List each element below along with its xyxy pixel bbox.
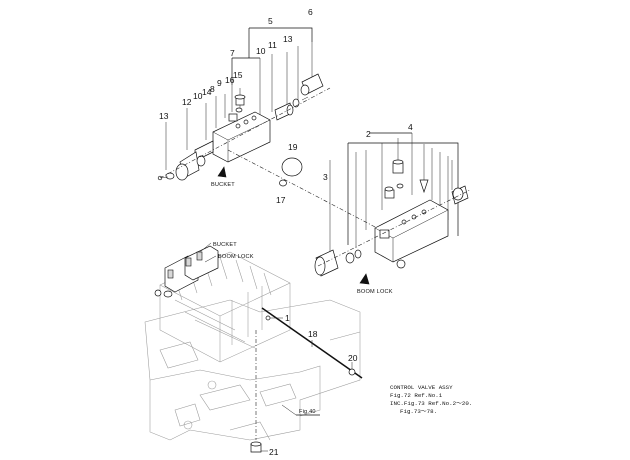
callout-8: 8 <box>210 84 215 94</box>
callout-18: 18 <box>308 329 318 339</box>
note-line-1: Fig.72 Ref.No.1 <box>390 392 443 399</box>
callout-9: 9 <box>217 78 222 88</box>
note-title: CONTROL VALVE ASSY <box>390 384 453 391</box>
callout-7: 7 <box>230 48 235 58</box>
callout-10a: 10 <box>256 46 266 56</box>
callout-numbers: 5 6 7 10 11 13 15 16 9 8 14 10 12 13 19 … <box>159 7 413 457</box>
callout-16: 16 <box>225 75 235 85</box>
label-bucket-assy: BUCKET <box>213 242 237 248</box>
control-valve-assembly <box>144 242 363 453</box>
label-bucket-valve: BUCKET <box>211 182 235 188</box>
label-boom-lock-valve: BOOM LOCK <box>357 289 393 295</box>
label-boom-lock-assy: BOOM LOCK <box>218 254 254 260</box>
label-fig-ref: Fig.40 <box>299 409 316 415</box>
callout-20: 20 <box>348 353 358 363</box>
callout-3: 3 <box>323 172 328 182</box>
callout-13b: 13 <box>159 111 169 121</box>
callout-15: 15 <box>233 70 243 80</box>
callout-10b: 10 <box>193 91 203 101</box>
callout-2: 2 <box>366 129 371 139</box>
assembly-notes: CONTROL VALVE ASSY Fig.72 Ref.No.1 INC.F… <box>390 384 472 415</box>
callout-19: 19 <box>288 142 298 152</box>
section-labels: BUCKET BOOM LOCK BUCKET BOOM LOCK Fig.40 <box>211 182 393 415</box>
callout-1: 1 <box>285 313 290 323</box>
note-line-3: Fig.73～78. <box>400 408 437 415</box>
callout-6: 6 <box>308 7 313 17</box>
callout-12: 12 <box>182 97 192 107</box>
boom-lock-valve-group <box>314 132 471 285</box>
callout-21: 21 <box>269 447 279 457</box>
bucket-valve-group <box>157 27 401 241</box>
callout-5: 5 <box>268 16 273 26</box>
callout-17: 17 <box>276 195 286 205</box>
callout-13a: 13 <box>283 34 293 44</box>
callout-11: 11 <box>268 40 277 50</box>
callout-4: 4 <box>408 122 413 132</box>
callout-14: 14 <box>202 87 212 97</box>
note-line-2: INC.Fig.73 Ref.No.2～20. <box>390 400 472 407</box>
